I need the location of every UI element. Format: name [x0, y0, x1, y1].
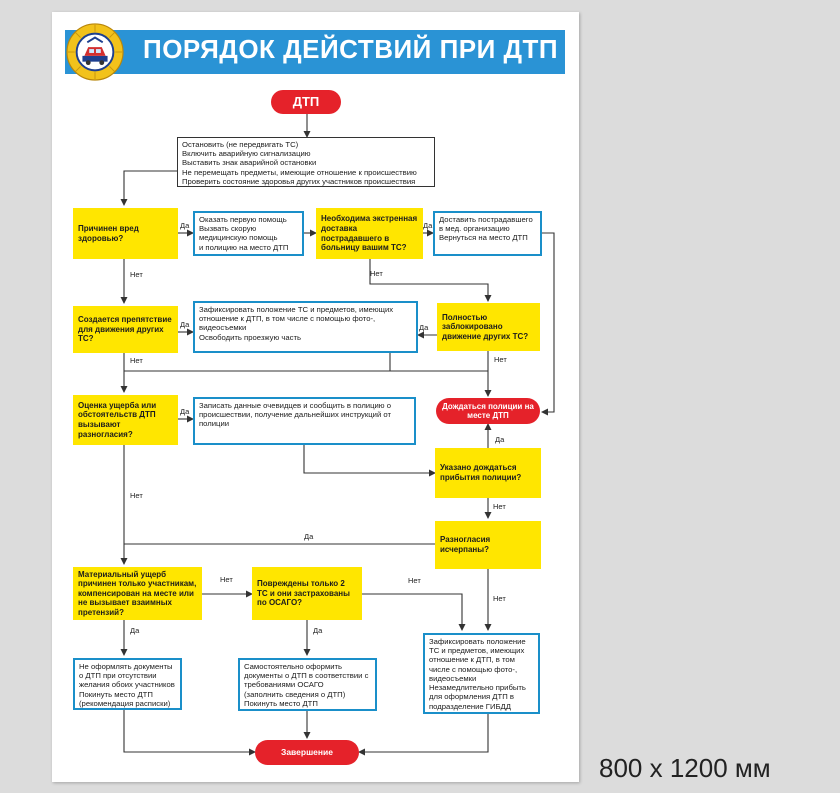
action-self-documents: Самостоятельно оформить документы о ДТП … — [238, 658, 377, 711]
edge-record-wait-police — [389, 353, 488, 372]
label-no: Нет — [130, 491, 143, 500]
first-actions-box: Остановить (не передвигать ТС) Включить … — [177, 137, 435, 187]
question-told-to-wait: Указано дождаться прибытия полиции? — [435, 448, 541, 498]
question-health-harm: Причинен вред здоровью? — [73, 208, 178, 259]
wait-police-terminal: Дождаться полиции на месте ДТП — [436, 398, 540, 424]
traffic-police-emblem-icon — [66, 23, 124, 81]
question-material-damage: Материальный ущерб причинен только участ… — [73, 567, 202, 620]
question-two-vehicles-osago: Повреждены только 2 ТС и они застрахован… — [252, 567, 362, 620]
start-terminal: ДТП — [271, 90, 341, 114]
action-no-documents: Не оформлять документы о ДТП при отсутст… — [73, 658, 182, 710]
label-no: Нет — [370, 269, 383, 278]
question-emergency-delivery: Необходима экстренная доставка пострадав… — [316, 208, 423, 259]
size-note: 800 х 1200 мм — [599, 753, 771, 783]
edge-first-actions-health — [120, 170, 177, 206]
label-yes: Да — [180, 407, 190, 416]
edge-gibdd-end — [358, 714, 489, 756]
label-yes: Да — [423, 221, 433, 230]
action-gibdd: Зафиксировать положение ТС и предметов, … — [423, 633, 540, 714]
label-yes: Да — [495, 435, 505, 444]
label-yes: Да — [419, 323, 429, 332]
action-deliver-victim: Доставить пострадавшего в мед. организац… — [433, 211, 542, 256]
edge-deliver-wait-police — [541, 232, 555, 416]
label-no: Нет — [493, 502, 506, 511]
poster: ПОРЯДОК ДЕЙСТВИЙ ПРИ ДТП — [52, 12, 579, 782]
action-witnesses: Записать данные очевидцев и сообщить в п… — [193, 397, 416, 445]
label-yes: Да — [180, 320, 190, 329]
question-obstacle: Создается препятствие для движения други… — [73, 306, 178, 353]
label-no: Нет — [493, 594, 506, 603]
label-no: Нет — [130, 270, 143, 279]
label-no: Нет — [494, 355, 507, 364]
label-no: Нет — [408, 576, 421, 585]
edge-osago-gibdd — [362, 593, 466, 631]
label-yes: Да — [130, 626, 140, 635]
question-fully-blocked: Полностью заблокировано движение других … — [437, 303, 540, 351]
label-yes: Да — [313, 626, 323, 635]
edge-witnesses-told-wait — [303, 445, 436, 477]
question-resolved: Разногласия исчерпаны? — [435, 521, 541, 569]
action-record-and-clear: Зафиксировать положение ТС и предметов, … — [193, 301, 418, 353]
question-disagreement: Оценка ущерба или обстоятельств ДТП вызы… — [73, 395, 178, 445]
title-banner: ПОРЯДОК ДЕЙСТВИЙ ПРИ ДТП — [65, 23, 565, 81]
label-yes: Да — [180, 221, 190, 230]
label-no: Нет — [130, 356, 143, 365]
edge-no-docs-end — [123, 710, 256, 756]
end-terminal: Завершение — [255, 740, 359, 765]
flowchart-connectors — [120, 114, 555, 756]
poster-title: ПОРЯДОК ДЕЙСТВИЙ ПРИ ДТП — [143, 34, 559, 64]
edge-emergency-blocked — [369, 259, 492, 302]
label-yes: Да — [304, 532, 314, 541]
label-no: Нет — [220, 575, 233, 584]
action-first-aid: Оказать первую помощь Вызвать скорую мед… — [193, 211, 304, 256]
